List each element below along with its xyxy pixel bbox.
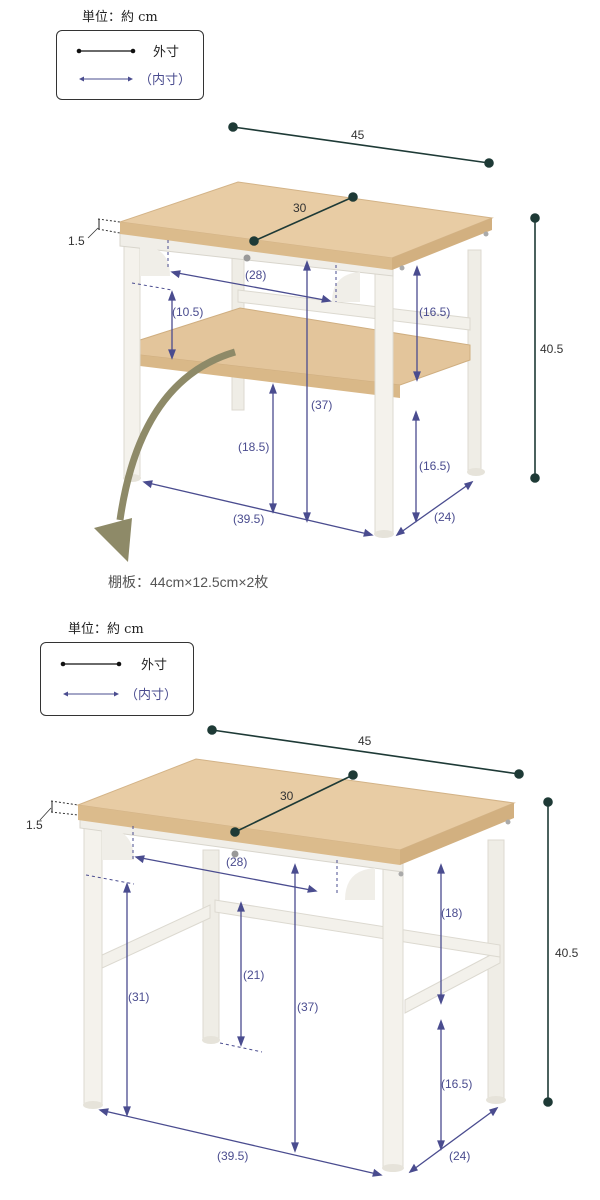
legend-outer-label: 外寸 (141, 658, 168, 673)
dim-inner-16-5: (16.5) (441, 1077, 473, 1091)
outer-dimension-lines (207, 725, 553, 1107)
inner-dimension-lines (98, 855, 499, 1177)
dim-inner-37: (37) (297, 1000, 319, 1014)
diagram-with-shelf: 単位：約 cm 外寸 （内寸） (56, 10, 564, 590)
table-without-shelf-drawing (39, 725, 553, 1177)
inner-dimension-lines (142, 260, 474, 537)
legend-lines (76, 48, 136, 82)
dim-depth-30: 30 (280, 789, 294, 803)
legend-inner-label: （内寸） (139, 73, 192, 88)
legend-outer-label: 外寸 (153, 45, 180, 60)
legend-inner-label: （内寸） (125, 688, 178, 703)
dim-width-45: 45 (358, 734, 372, 748)
unit-label: 単位：約 cm (82, 10, 158, 25)
dim-inner-18-5: (18.5) (238, 440, 270, 454)
dim-inner-39-5: (39.5) (233, 512, 265, 526)
table-with-shelf-drawing (87, 122, 540, 562)
dim-inner-24: (24) (434, 510, 456, 524)
diagram-without-shelf: 単位：約 cm 外寸 （内寸） (0, 600, 600, 1200)
dim-height-40-5: 40.5 (540, 342, 564, 356)
dim-inner-24: (24) (449, 1149, 471, 1163)
dim-top-thickness: 1.5 (26, 818, 43, 832)
shelf-callout-arrow (116, 348, 236, 521)
legend-box: 外寸 （内寸） (40, 642, 194, 716)
dim-height-40-5: 40.5 (555, 946, 579, 960)
dim-width-45: 45 (351, 128, 365, 142)
dim-inner-16-5-upper: (16.5) (419, 305, 451, 319)
legend-lines (60, 661, 122, 697)
dim-inner-10-5: (10.5) (172, 305, 204, 319)
dim-inner-39-5: (39.5) (217, 1149, 249, 1163)
shelf-board-note: 棚板：44cm×12.5cm×2枚 (108, 574, 269, 590)
dim-inner-31: (31) (128, 990, 150, 1004)
dim-depth-30: 30 (293, 201, 307, 215)
outer-dimension-lines (228, 122, 540, 483)
dim-inner-18: (18) (441, 906, 463, 920)
unit-label: 単位：約 cm (68, 622, 144, 637)
dim-inner-37: (37) (311, 398, 333, 412)
dim-inner-16-5-lower: (16.5) (419, 459, 451, 473)
dim-top-thickness: 1.5 (68, 234, 85, 248)
legend-box: 外寸 （内寸） (56, 30, 204, 100)
dim-inner-28: (28) (226, 855, 248, 869)
dim-inner-21: (21) (243, 968, 265, 982)
dim-inner-28: (28) (245, 268, 267, 282)
